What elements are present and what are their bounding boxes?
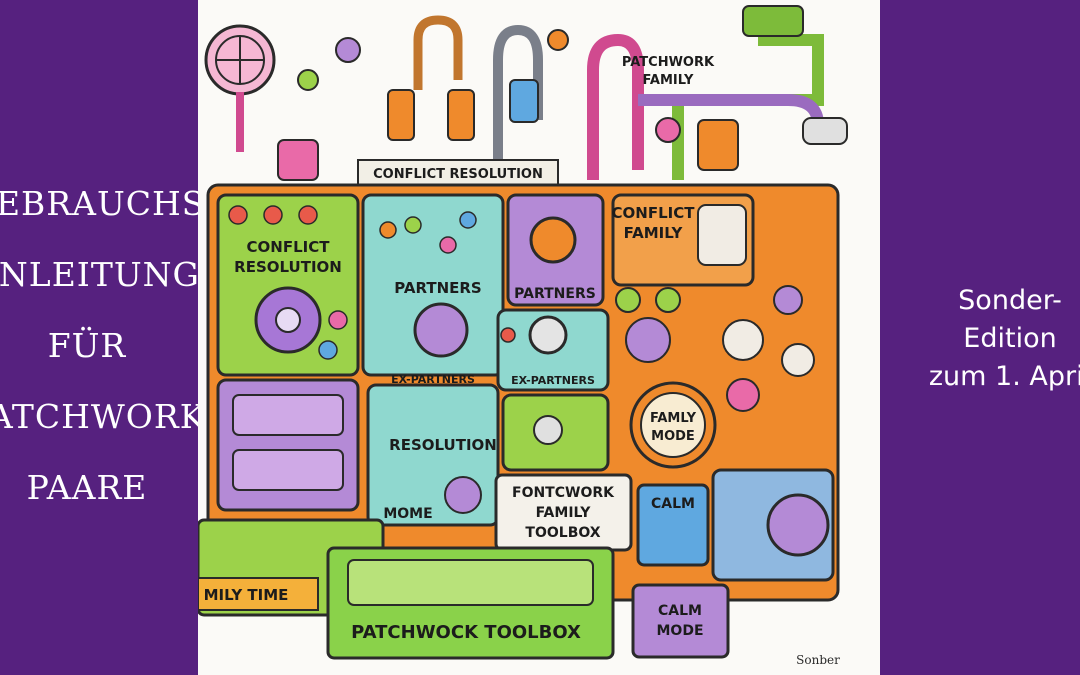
gauge-icon [528, 315, 568, 355]
fontcwork-label-2: FAMILY [536, 505, 592, 521]
fontcwork-label-1: FONTCWORK [512, 485, 615, 501]
patchwork-machine-illustration: CONFLICT RESOLUTION CONFLICT RESOLUTION … [198, 0, 880, 675]
caption-line-1: Sonder- [958, 285, 1062, 316]
calm-mode-label-1: CALM [658, 603, 702, 619]
switch-bank-icon-2 [232, 449, 344, 491]
left-title-panel: GEBRAUCHS ANLEITUNG FÜR PATCHWORK PAARE [0, 0, 198, 675]
family-time-sign [198, 577, 319, 611]
conflict-resolution-label-1: CONFLICT [247, 238, 331, 256]
mome-label: MOME [383, 506, 432, 522]
top-strip [357, 159, 559, 187]
title-line-2: ANLEITUNG [0, 255, 198, 294]
lime-dial-icon [533, 415, 563, 445]
patchwork-toolbox-label: PATCHWOCK TOOLBOX [351, 622, 581, 643]
right-caption-panel: Sonder- Edition zum 1. April [880, 0, 1080, 675]
toolbox-tray [347, 559, 594, 606]
caption-line-2: Edition [963, 323, 1057, 354]
orange-knob-icon [529, 216, 577, 264]
partners-label-2: PARTNERS [514, 286, 596, 302]
panel-conflict-resolution [216, 193, 360, 377]
dial-center-icon [275, 307, 301, 333]
title-line-1: GEBRAUCHS [0, 184, 198, 223]
switch-bank-icon [232, 394, 344, 436]
patchwork-family-label-1: PATCHWORK [622, 55, 715, 70]
calm-mode-box [631, 583, 730, 659]
panel-calm [636, 483, 710, 567]
title-line-4: PATCHWORK [0, 397, 198, 436]
meter-icon [697, 204, 747, 266]
title-line-3: FÜR [47, 326, 127, 365]
family-time-label: MILY TIME [204, 586, 289, 604]
top-pipes [413, 5, 848, 180]
ex-partners-label-1: EX-PARTNERS [391, 373, 475, 386]
manual-title: GEBRAUCHS ANLEITUNG FÜR PATCHWORK PAARE [0, 168, 198, 523]
patchwork-family-label-2: FAMILY [643, 73, 694, 88]
coil-icon [766, 493, 830, 557]
calm-label: CALM [651, 496, 695, 512]
machine-drawing: CONFLICT RESOLUTION CONFLICT RESOLUTION … [198, 5, 848, 667]
family-mode-face [640, 392, 706, 458]
family-mode-label-2: MODE [651, 429, 695, 444]
partners-label-1: PARTNERS [394, 279, 482, 297]
fontcwork-label-3: TOOLBOX [525, 525, 600, 541]
conflict-family-label-1: CONFLICT [612, 204, 696, 222]
artist-signature: Sonber [796, 653, 840, 667]
top-strip-label: CONFLICT RESOLUTION [373, 167, 543, 182]
calm-mode-label-2: MODE [656, 623, 703, 639]
caption-line-3: zum 1. April [928, 361, 1080, 392]
conflict-resolution-label-2: RESOLUTION [234, 258, 342, 276]
special-edition-caption: Sonder- Edition zum 1. April [900, 282, 1080, 396]
conflict-family-label-2: FAMILY [624, 224, 684, 242]
top-connectors [277, 29, 739, 181]
title-line-5: PAARE [26, 468, 148, 507]
fan-icon [204, 24, 276, 152]
family-mode-label-1: FAMLY [650, 411, 697, 426]
purple-knob-icon [444, 476, 482, 514]
knob-icon [413, 302, 469, 358]
small-buttons [228, 205, 516, 360]
right-gauges [615, 285, 815, 412]
ex-partners-label-2: EX-PARTNERS [511, 374, 595, 387]
resolution-label: RESOLUTION [389, 436, 497, 454]
